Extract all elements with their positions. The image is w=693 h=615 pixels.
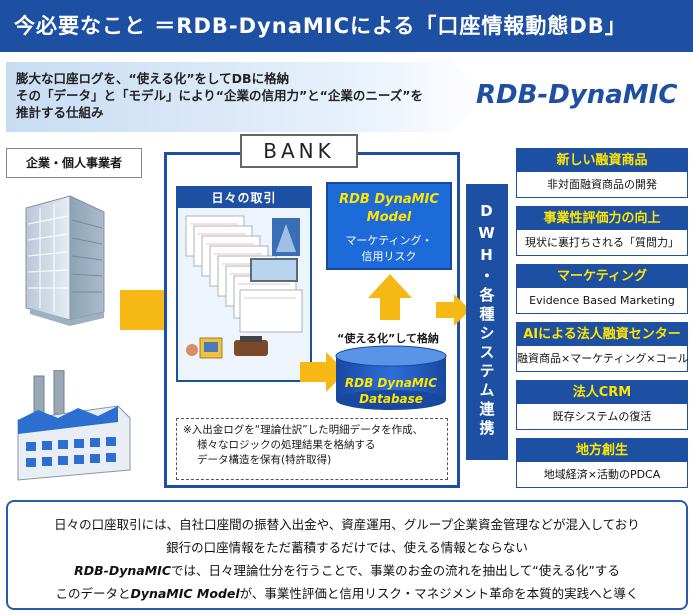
summary-line-4-pre: このデータと [55, 586, 131, 601]
feature-sub: 現状に裏打ちされる「質問力」 [525, 236, 679, 249]
dynamic-model-box: RDB DynaMIC Model マーケティング・ 信用リスク [326, 182, 452, 270]
feature-sub: 地域経済×活動のPDCA [543, 468, 661, 481]
intro-arrow-band [6, 62, 486, 132]
daily-transactions-title: 日々の取引 [178, 188, 310, 208]
feature-business-evaluation: 事業性評価力の向上 現状に裏打ちされる「質問力」 [516, 206, 688, 256]
store-label: “使える化”して格納 [337, 332, 439, 345]
summary-line-3-text: では、日々理論仕分を行うことで、事業のお金の流れを抽出して“使える化”する [171, 563, 620, 578]
summary-box: 日々の口座取引には、自社口座間の振替入出金や、資産運用、グループ企業資金管理など… [6, 500, 688, 610]
feature-regional-revitalization: 地方創生 地域経済×活動のPDCA [516, 438, 688, 488]
feature-sub: 非対面融資商品の開発 [547, 178, 657, 191]
intro-line-1: 膨大な口座ログを、“使える化”をしてDBに格納 [16, 71, 290, 86]
database-label-line-2: Database [359, 392, 423, 406]
feature-title: マーケティング [517, 265, 687, 288]
intro-text: 膨大な口座ログを、“使える化”をしてDBに格納 その「データ」と「モデル」により… [16, 70, 456, 121]
model-sub-line-1: マーケティング・ [345, 234, 433, 247]
feature-new-loan-products: 新しい融資商品 非対面融資商品の開発 [516, 148, 688, 198]
summary-line-1: 日々の口座取引には、自社口座間の振替入出金や、資産運用、グループ企業資金管理など… [54, 517, 640, 532]
summary-model-brand: DynaMIC Model [130, 586, 240, 601]
dwh-system-bar: DWH・各種システム連携 [466, 184, 508, 460]
intro-line-3: 推計する仕組み [16, 105, 104, 120]
note-line-3: データ構造を保有(特許取得) [197, 454, 332, 466]
feature-title: 法人CRM [517, 381, 687, 404]
daily-transactions-panel: 日々の取引 [176, 186, 312, 382]
transaction-documents-icon [185, 215, 303, 359]
feature-title: 新しい融資商品 [517, 149, 687, 172]
page-title: 今必要なこと ＝RDB-DynaMICによる「口座情報動態DB」 [14, 14, 627, 38]
factory-icon [17, 370, 131, 481]
model-sub-line-2: 信用リスク [361, 250, 417, 263]
summary-line-4: このデータとDynaMIC Modelが、事業性評価と信用リスク・マネジメント革… [8, 583, 686, 602]
company-label: 企業・個人事業者 [6, 148, 142, 178]
brand-logo-text: RDB-DynaMIC [476, 80, 678, 110]
right-arrow-icon [300, 352, 346, 392]
feature-sub: 既存システムの復活 [552, 410, 652, 423]
summary-brand: RDB-DynaMIC [74, 563, 171, 578]
dwh-label: DWH・各種システム連携 [477, 202, 496, 439]
office-building-icon [25, 195, 105, 326]
feature-ai-loan-center: AIによる法人融資センター 融資商品×マーケティング×コール [516, 322, 689, 372]
patent-note: ※入出金ログを“理論仕訳”した明細データを作成、 様々なロジックの処理結果を格納… [176, 418, 448, 480]
feature-sub: Evidence Based Marketing [529, 294, 675, 307]
summary-line-4-text: が、事業性評価と信用リスク・マネジメント革命を本質的実践へと導く [239, 586, 639, 601]
model-title-line-2: Model [366, 210, 412, 225]
intro-banner: 膨大な口座ログを、“使える化”をしてDBに格納 その「データ」と「モデル」により… [6, 62, 688, 132]
database-label-line-1: RDB DynaMIC [344, 376, 438, 390]
intro-line-2: その「データ」と「モデル」により“企業の信用力”と“企業のニーズ”を [16, 88, 423, 103]
feature-title: AIによる法人融資センター [517, 323, 687, 346]
summary-line-2: 銀行の口座情報をただ蓄積するだけでは、使える情報とならない [166, 540, 528, 555]
database-cylinder-icon [335, 345, 447, 410]
dwh-arrow-icon [436, 294, 470, 326]
feature-sub: 融資商品×マーケティング×コール [517, 352, 689, 365]
header-bar: 今必要なこと ＝RDB-DynaMICによる「口座情報動態DB」 [0, 0, 693, 52]
summary-line-3: RDB-DynaMICでは、日々理論仕分を行うことで、事業のお金の流れを抽出して… [8, 560, 686, 579]
model-title-line-1: RDB DynaMIC [339, 192, 439, 207]
bank-label: BANK [240, 134, 358, 168]
feature-corporate-crm: 法人CRM 既存システムの復活 [516, 380, 688, 430]
feature-title: 事業性評価力の向上 [517, 207, 687, 230]
feature-marketing: マーケティング Evidence Based Marketing [516, 264, 688, 314]
note-line-1: ※入出金ログを“理論仕訳”した明細データを作成、 [183, 424, 424, 436]
up-arrow-icon [368, 274, 412, 320]
feature-title: 地方創生 [517, 439, 687, 462]
note-line-2: 様々なロジックの処理結果を格納する [197, 439, 376, 451]
